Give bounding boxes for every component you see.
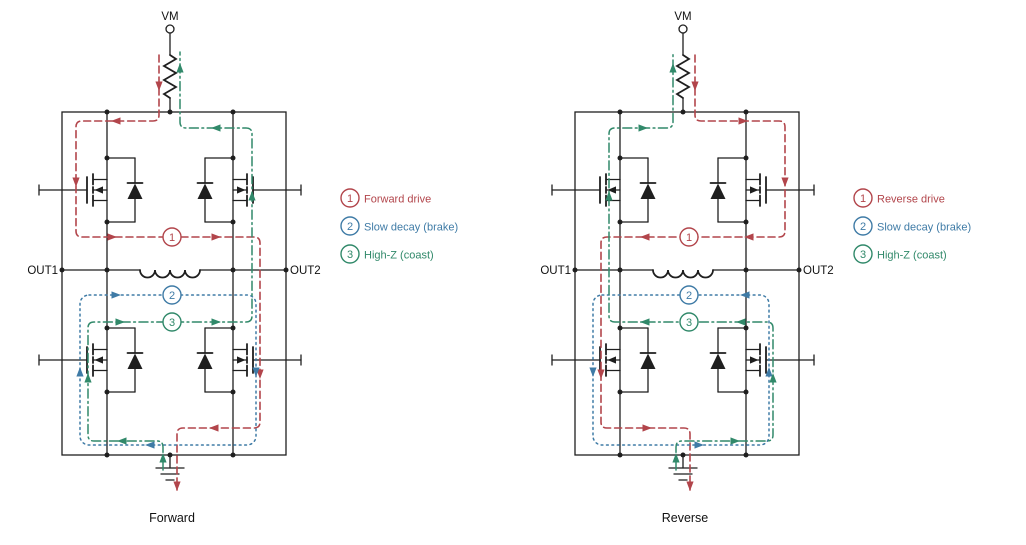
svg-text:1: 1: [347, 193, 353, 205]
legend-item-reverse-drive: 1 Reverse drive: [853, 188, 945, 208]
legend-item-slow-decay: 2 Slow decay (brake): [853, 216, 971, 236]
flow-arrows-forward: [72, 63, 264, 491]
path-forward-drive: [75, 54, 261, 491]
svg-text:3: 3: [686, 317, 692, 329]
path-high-z-coast: [608, 51, 774, 471]
path-badge-2: 2: [162, 285, 182, 305]
path-reverse-drive: [600, 54, 786, 491]
vm-label: VM: [674, 11, 691, 23]
path-high-z-coast: [87, 51, 253, 471]
out1-label: OUT1: [27, 265, 58, 277]
svg-text:Slow decay (brake): Slow decay (brake): [877, 222, 971, 234]
svg-text:3: 3: [169, 317, 175, 329]
path-badge-2: 2: [679, 285, 699, 305]
diagram-reverse: 1 2 3 VM OUT1 OUT2 Reverse 1 Reverse dri…: [540, 11, 971, 525]
legend-item-forward-drive: 1 Forward drive: [340, 188, 431, 208]
svg-text:3: 3: [860, 249, 866, 261]
caption-reverse: Reverse: [662, 511, 709, 525]
vm-label: VM: [161, 11, 178, 23]
caption-forward: Forward: [149, 511, 195, 525]
svg-text:Slow decay (brake): Slow decay (brake): [364, 222, 458, 234]
svg-text:2: 2: [347, 221, 353, 233]
out1-label: OUT1: [540, 265, 571, 277]
path-badge-3: 3: [679, 312, 699, 332]
out2-label: OUT2: [803, 265, 834, 277]
svg-text:1: 1: [860, 193, 866, 205]
svg-text:1: 1: [169, 232, 175, 244]
svg-text:2: 2: [686, 290, 692, 302]
path-badge-3: 3: [162, 312, 182, 332]
path-badge-1: 1: [679, 227, 699, 247]
svg-text:1: 1: [686, 232, 692, 244]
svg-text:2: 2: [169, 290, 175, 302]
svg-text:2: 2: [860, 221, 866, 233]
path-badge-1: 1: [162, 227, 182, 247]
legend-item-slow-decay: 2 Slow decay (brake): [340, 216, 458, 236]
svg-text:High-Z (coast): High-Z (coast): [364, 250, 434, 262]
svg-text:3: 3: [347, 249, 353, 261]
legend-item-high-z: 3 High-Z (coast): [340, 244, 434, 264]
legend-reverse: 1 Reverse drive 2 Slow decay (brake) 3 H…: [853, 188, 971, 264]
svg-text:Reverse drive: Reverse drive: [877, 194, 945, 206]
svg-text:High-Z (coast): High-Z (coast): [877, 250, 947, 262]
legend-item-high-z: 3 High-Z (coast): [853, 244, 947, 264]
out2-label: OUT2: [290, 265, 321, 277]
diagram-forward: 1 2 3 VM OUT1 OUT2 Forward 1 Forward dri…: [27, 11, 458, 525]
svg-text:Forward drive: Forward drive: [364, 194, 431, 206]
legend-forward: 1 Forward drive 2 Slow decay (brake) 3 H…: [340, 188, 458, 264]
